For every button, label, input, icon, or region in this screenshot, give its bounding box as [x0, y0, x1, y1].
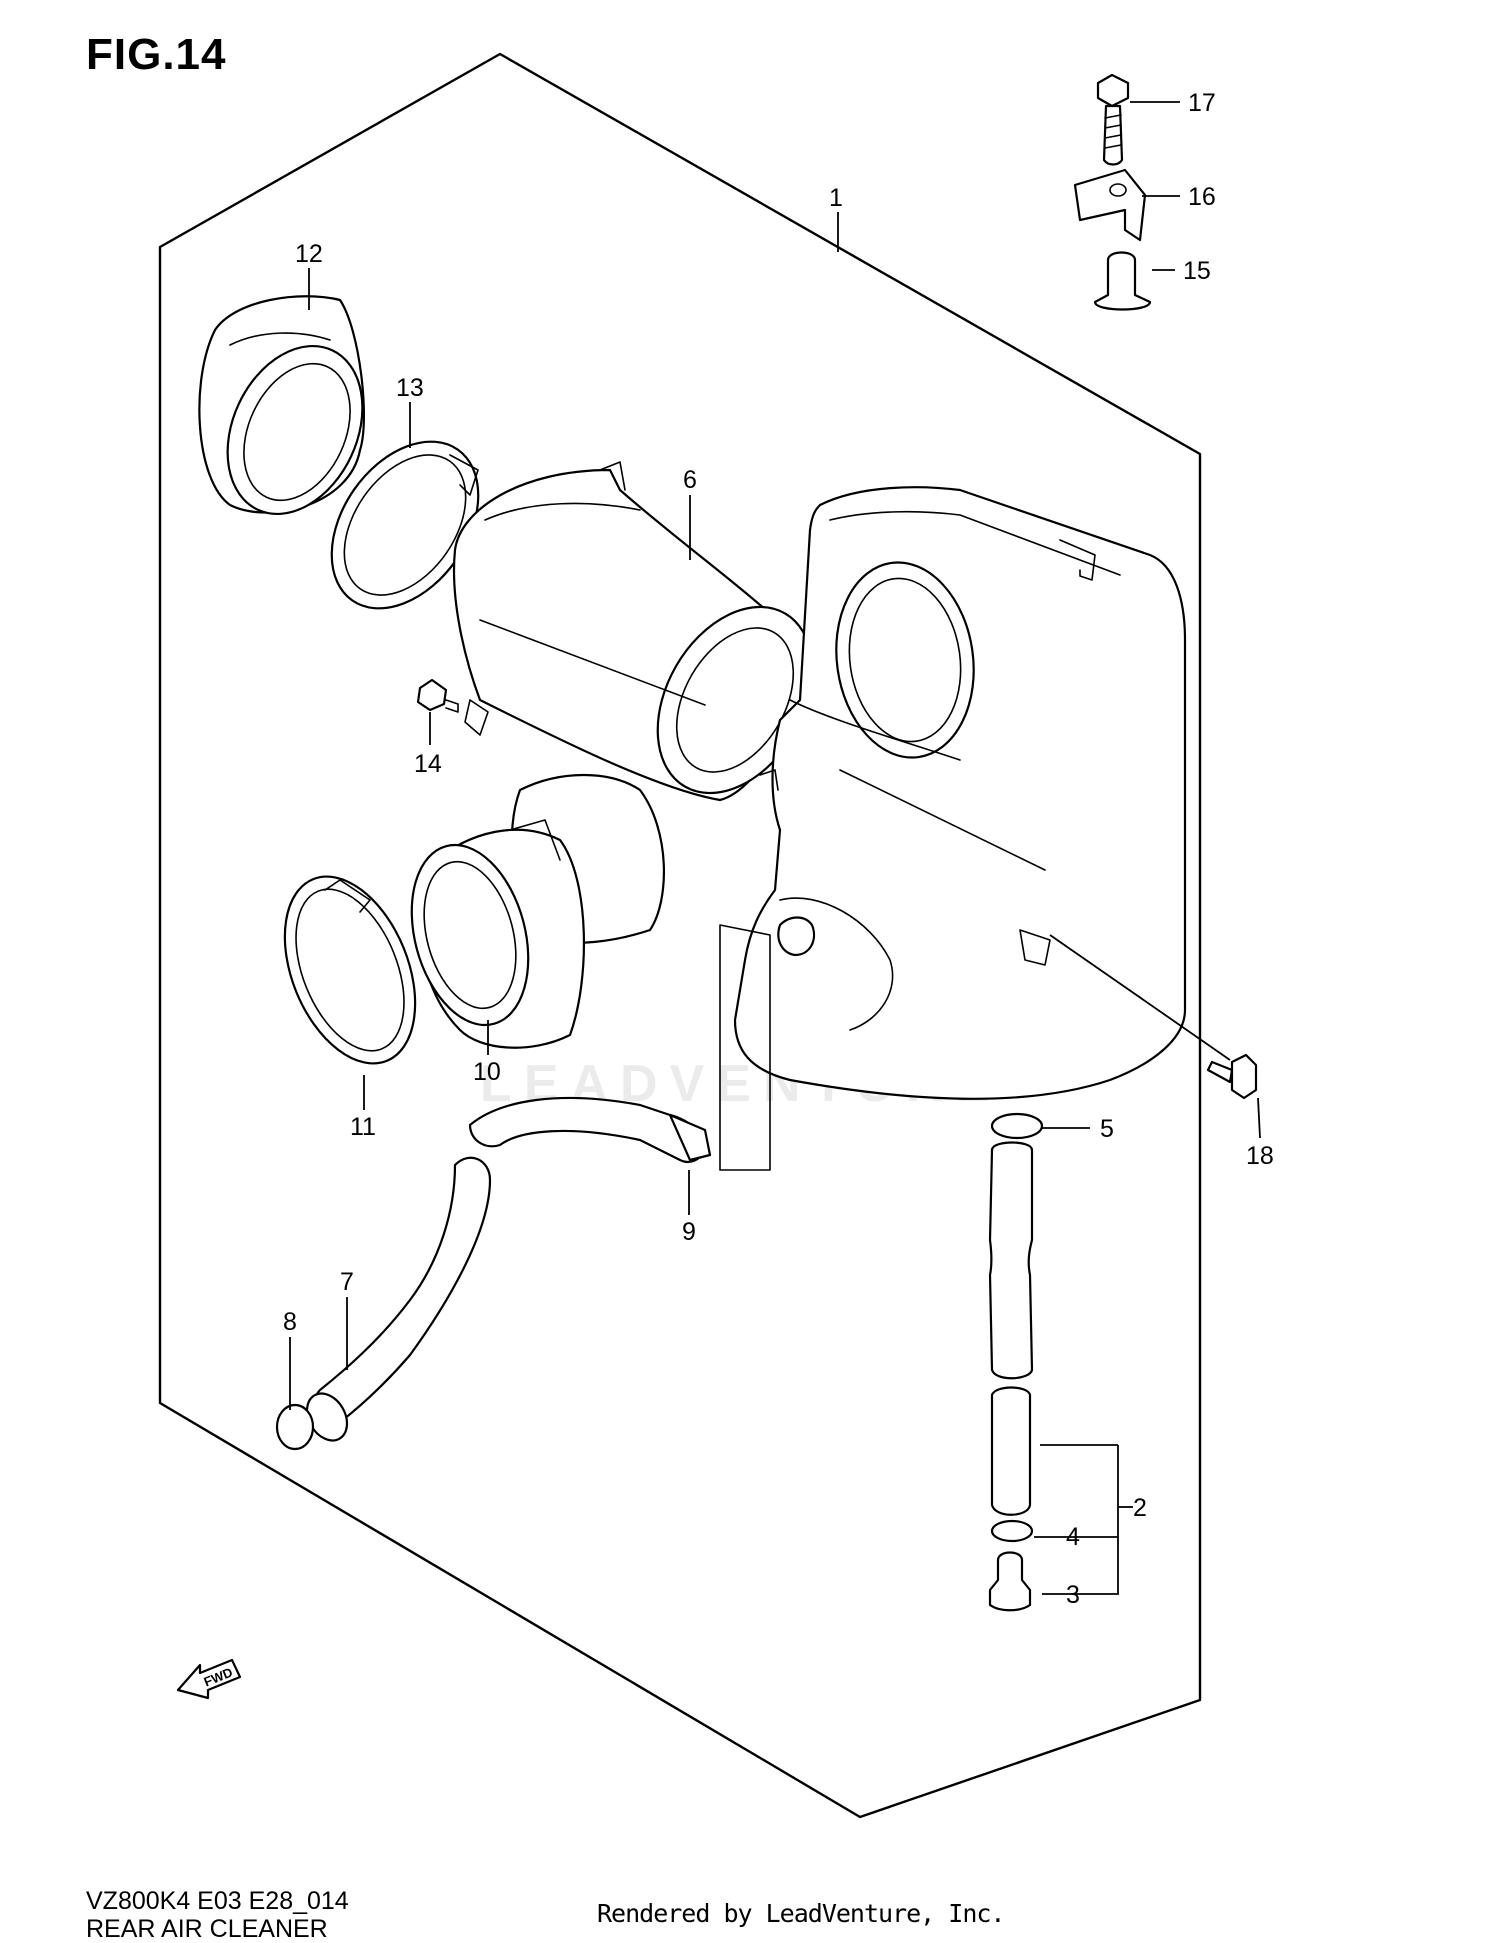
part-13-clamp-band: [330, 440, 480, 610]
callout-9: 9: [682, 1218, 696, 1246]
callout-14: 14: [414, 750, 442, 778]
part-16-bracket: [1073, 168, 1147, 242]
callout-10: 10: [473, 1058, 501, 1086]
part-3-drain-plug: [988, 1551, 1032, 1612]
callout-15: 15: [1183, 257, 1211, 285]
fwd-arrow-icon: FWD: [176, 1658, 242, 1700]
part-18-bolt: [1206, 1053, 1258, 1100]
model-code: VZ800K4 E03 E28_014: [86, 1887, 349, 1915]
callout-6: 6: [683, 466, 697, 494]
part-11-clamp-band: [283, 875, 417, 1065]
part-1-air-cleaner-box: [719, 486, 1187, 1171]
callout-3: 3: [1066, 1581, 1080, 1609]
callout-16: 16: [1188, 183, 1216, 211]
part-9-clamp: [468, 1096, 712, 1164]
callout-17: 17: [1188, 89, 1216, 117]
render-credit: Rendered by LeadVenture, Inc.: [597, 1899, 1005, 1928]
part-4-clamp: [990, 1519, 1034, 1543]
callout-7: 7: [340, 1268, 354, 1296]
part-2-drain-tube: [988, 1141, 1034, 1516]
part-7-hose: [305, 1156, 492, 1442]
callout-8: 8: [283, 1308, 297, 1336]
callout-1: 1: [829, 184, 843, 212]
callout-4: 4: [1066, 1523, 1080, 1551]
part-17-bolt: [1096, 73, 1130, 166]
part-8-clamp: [275, 1403, 315, 1451]
part-12-cover: [198, 295, 365, 516]
callout-11: 11: [350, 1113, 376, 1141]
part-10-intake-pipe: [410, 773, 666, 1049]
callout-18: 18: [1246, 1142, 1274, 1170]
assembly-outline: [158, 52, 1202, 1819]
section-name: REAR AIR CLEANER: [86, 1915, 328, 1943]
part-6-filter-element: [452, 461, 814, 802]
callout-5: 5: [1100, 1115, 1114, 1143]
callout-12: 12: [295, 240, 323, 268]
part-5-clamp: [990, 1112, 1044, 1140]
figure-title: FIG.14: [86, 30, 227, 79]
callout-13: 13: [396, 374, 424, 402]
callout-2: 2: [1133, 1494, 1147, 1522]
part-14-screw: [416, 678, 459, 713]
part-15-cushion: [1093, 251, 1152, 311]
